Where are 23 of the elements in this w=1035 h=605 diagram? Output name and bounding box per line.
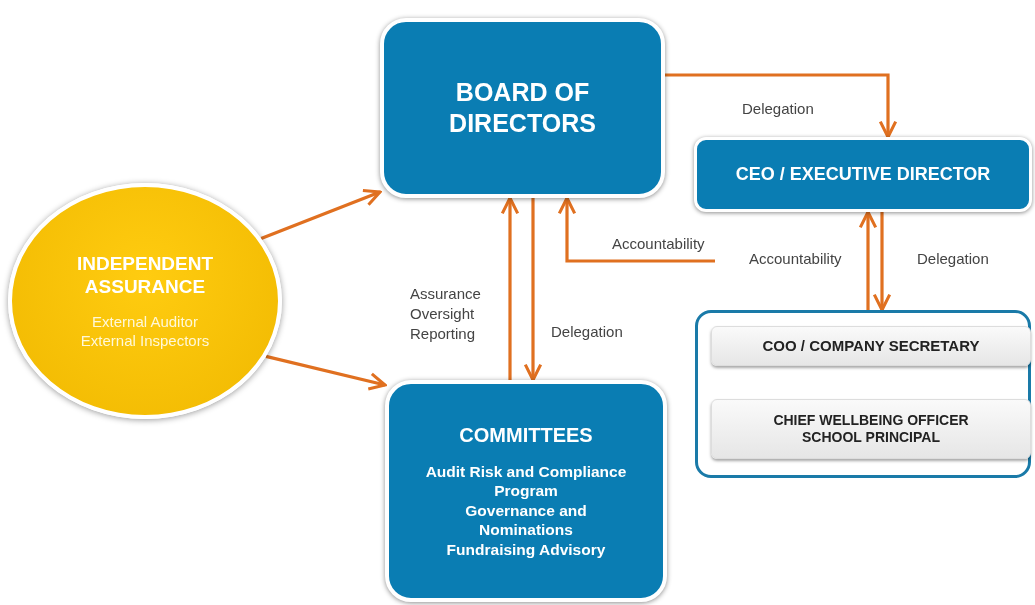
role-box (711, 326, 1031, 366)
role-box (711, 399, 1031, 459)
arrow (260, 188, 382, 240)
role-title: COO / COMPANY SECRETARY (762, 336, 980, 356)
arrow (265, 354, 387, 391)
arrow (500, 196, 520, 380)
box-title: BOARD OF DIRECTORS (448, 76, 597, 139)
committee-name: Audit Risk and Compliance Program (424, 462, 628, 501)
arrow (523, 198, 543, 382)
circle-text: External Auditor External Inspectors (79, 313, 211, 351)
circle-title: INDEPENDENT ASSURANCE (75, 251, 215, 299)
box-title: CEO / EXECUTIVE DIRECTOR (735, 163, 991, 186)
arrow (858, 210, 878, 310)
role-title: SCHOOL PRINCIPAL (802, 429, 940, 447)
arrow (665, 73, 898, 139)
committee-name: Fundraising Advisory (446, 539, 606, 559)
group-frame (695, 310, 1031, 478)
executive-box (694, 137, 1032, 212)
box-title: COMMITTEES (459, 423, 593, 449)
committee-name: Governance and Nominations (464, 500, 588, 540)
role-title: CHIEF WELLBEING OFFICER (773, 411, 969, 429)
arrow (872, 212, 892, 312)
arrow (557, 196, 715, 263)
